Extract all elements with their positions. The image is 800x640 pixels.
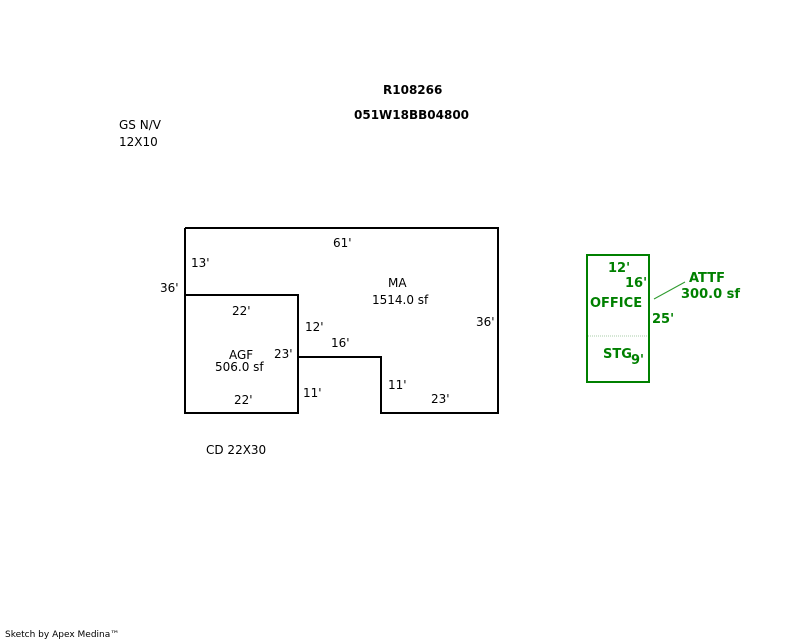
gs-label: GS N/V — [119, 118, 161, 132]
attf-leader-line — [653, 281, 686, 300]
attf-area: 300.0 sf — [681, 287, 741, 302]
attf-name: ATTF — [689, 271, 725, 286]
attf-storage-label: STG — [603, 347, 632, 362]
agf-outline — [185, 294, 299, 413]
agf-area: 506.0 sf — [215, 360, 264, 374]
parcel-id: R108266 — [383, 83, 443, 97]
agf-name: AGF — [229, 348, 254, 362]
ma-dim-agf-right-upper: 12' — [305, 320, 324, 334]
agf-dim-right: 23' — [274, 347, 293, 361]
map-number: 051W18BB04800 — [354, 108, 470, 122]
agf-dim-bottom: 22' — [234, 393, 253, 407]
ma-dim-bottom-right: 23' — [431, 392, 450, 406]
ma-dim-right: 36' — [476, 315, 495, 329]
attf-dim-top: 12' — [608, 261, 631, 276]
ma-area: 1514.0 sf — [372, 293, 429, 307]
attf-dim-storage-side: 9' — [631, 353, 645, 368]
ma-dim-left-total: 36' — [160, 281, 179, 295]
attf-dim-office-side: 16' — [625, 276, 648, 291]
attf-dim-right: 25' — [652, 312, 675, 327]
ma-name: MA — [388, 276, 407, 290]
ma-dim-notch-top: 16' — [331, 336, 350, 350]
ma-dim-left-upper: 13' — [191, 256, 210, 270]
cd-label: CD 22X30 — [206, 443, 267, 457]
agf-dim-top: 22' — [232, 304, 251, 318]
attf-office-label: OFFICE — [590, 296, 643, 311]
ma-dim-top: 61' — [333, 236, 352, 250]
footer-credit: Sketch by Apex Medina™ — [5, 630, 120, 640]
ma-dim-notch-left: 11' — [303, 386, 322, 400]
attf-outline — [586, 254, 650, 383]
gs-size: 12X10 — [119, 135, 158, 149]
ma-outline — [184, 227, 499, 414]
ma-dim-notch-right: 11' — [388, 378, 407, 392]
